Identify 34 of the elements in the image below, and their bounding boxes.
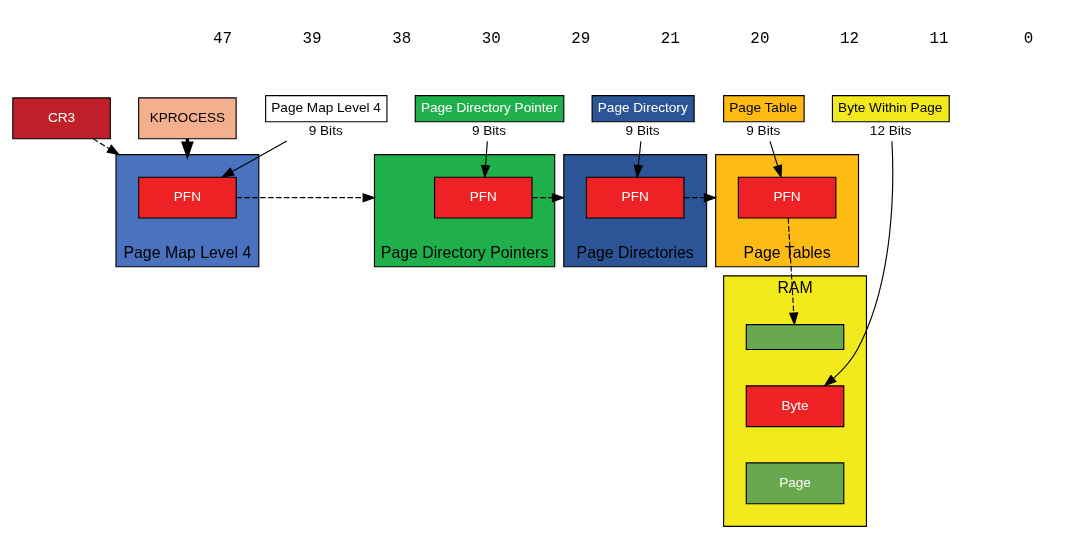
- node-label: 9 Bits: [746, 122, 781, 138]
- label: 30: [481, 29, 501, 48]
- label: 21: [660, 29, 680, 48]
- arrow: [787, 217, 799, 326]
- node-box: Byte: [745, 384, 845, 427]
- label: 11: [929, 29, 949, 48]
- node-box: CR3: [12, 96, 111, 139]
- node-box: Page: [745, 461, 845, 504]
- arrow: [220, 140, 288, 178]
- arrow: [633, 140, 644, 179]
- label: 20: [750, 29, 770, 48]
- label: 29: [571, 29, 591, 48]
- label: 38: [392, 29, 412, 48]
- node-bar: [745, 323, 845, 350]
- arrow: [92, 137, 121, 155]
- node-box: PFN: [585, 176, 685, 219]
- node-box: PFN: [433, 176, 533, 219]
- node-box: KPROCESS: [138, 96, 237, 139]
- arrow: [683, 192, 718, 202]
- arrow: [235, 192, 377, 202]
- arrow: [531, 192, 566, 202]
- node-label: 9 Bits: [308, 122, 343, 138]
- arrow: [823, 140, 894, 387]
- label: 0: [1023, 29, 1034, 48]
- label: 47: [213, 29, 233, 48]
- label: 12: [839, 29, 859, 48]
- label: 39: [302, 29, 322, 48]
- arrow: [769, 140, 783, 179]
- arrow: [480, 140, 491, 179]
- node-label: 12 Bits: [869, 122, 912, 138]
- node-label: 9 Bits: [625, 122, 660, 138]
- node-box: PFN: [138, 176, 237, 219]
- node-label: 9 Bits: [471, 122, 506, 138]
- node-box: PFN: [737, 176, 837, 219]
